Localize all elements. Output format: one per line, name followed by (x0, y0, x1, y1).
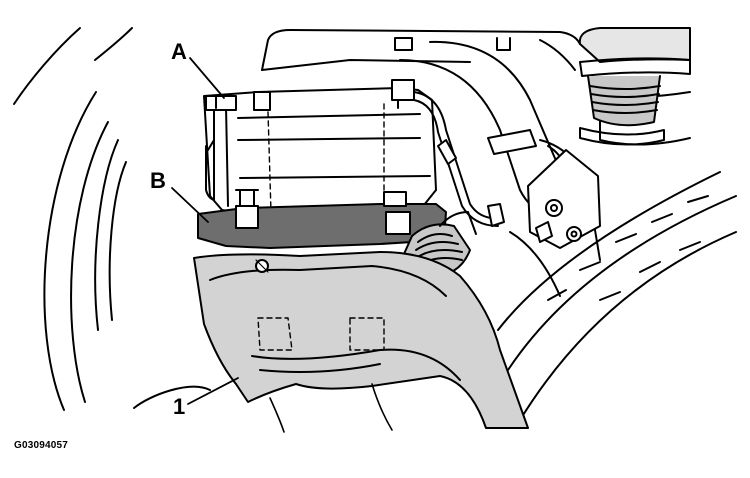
lower-shield (193, 251, 529, 433)
mounting-bracket (527, 149, 601, 249)
left-tire-arcs (13, 27, 211, 411)
leader-lines (171, 57, 239, 405)
clip-bracket-a (205, 79, 415, 249)
strap-b (197, 189, 447, 249)
breather-hose (413, 91, 505, 227)
callout-label-b: B (150, 168, 166, 193)
air-box-housing (203, 87, 437, 215)
callout-label-1: 1 (173, 394, 186, 419)
wheel-arch-right (497, 171, 737, 421)
callout-label-a: A (171, 39, 187, 64)
air-intake-duct (578, 27, 691, 146)
figure-identifier: G03094057 (14, 440, 69, 451)
